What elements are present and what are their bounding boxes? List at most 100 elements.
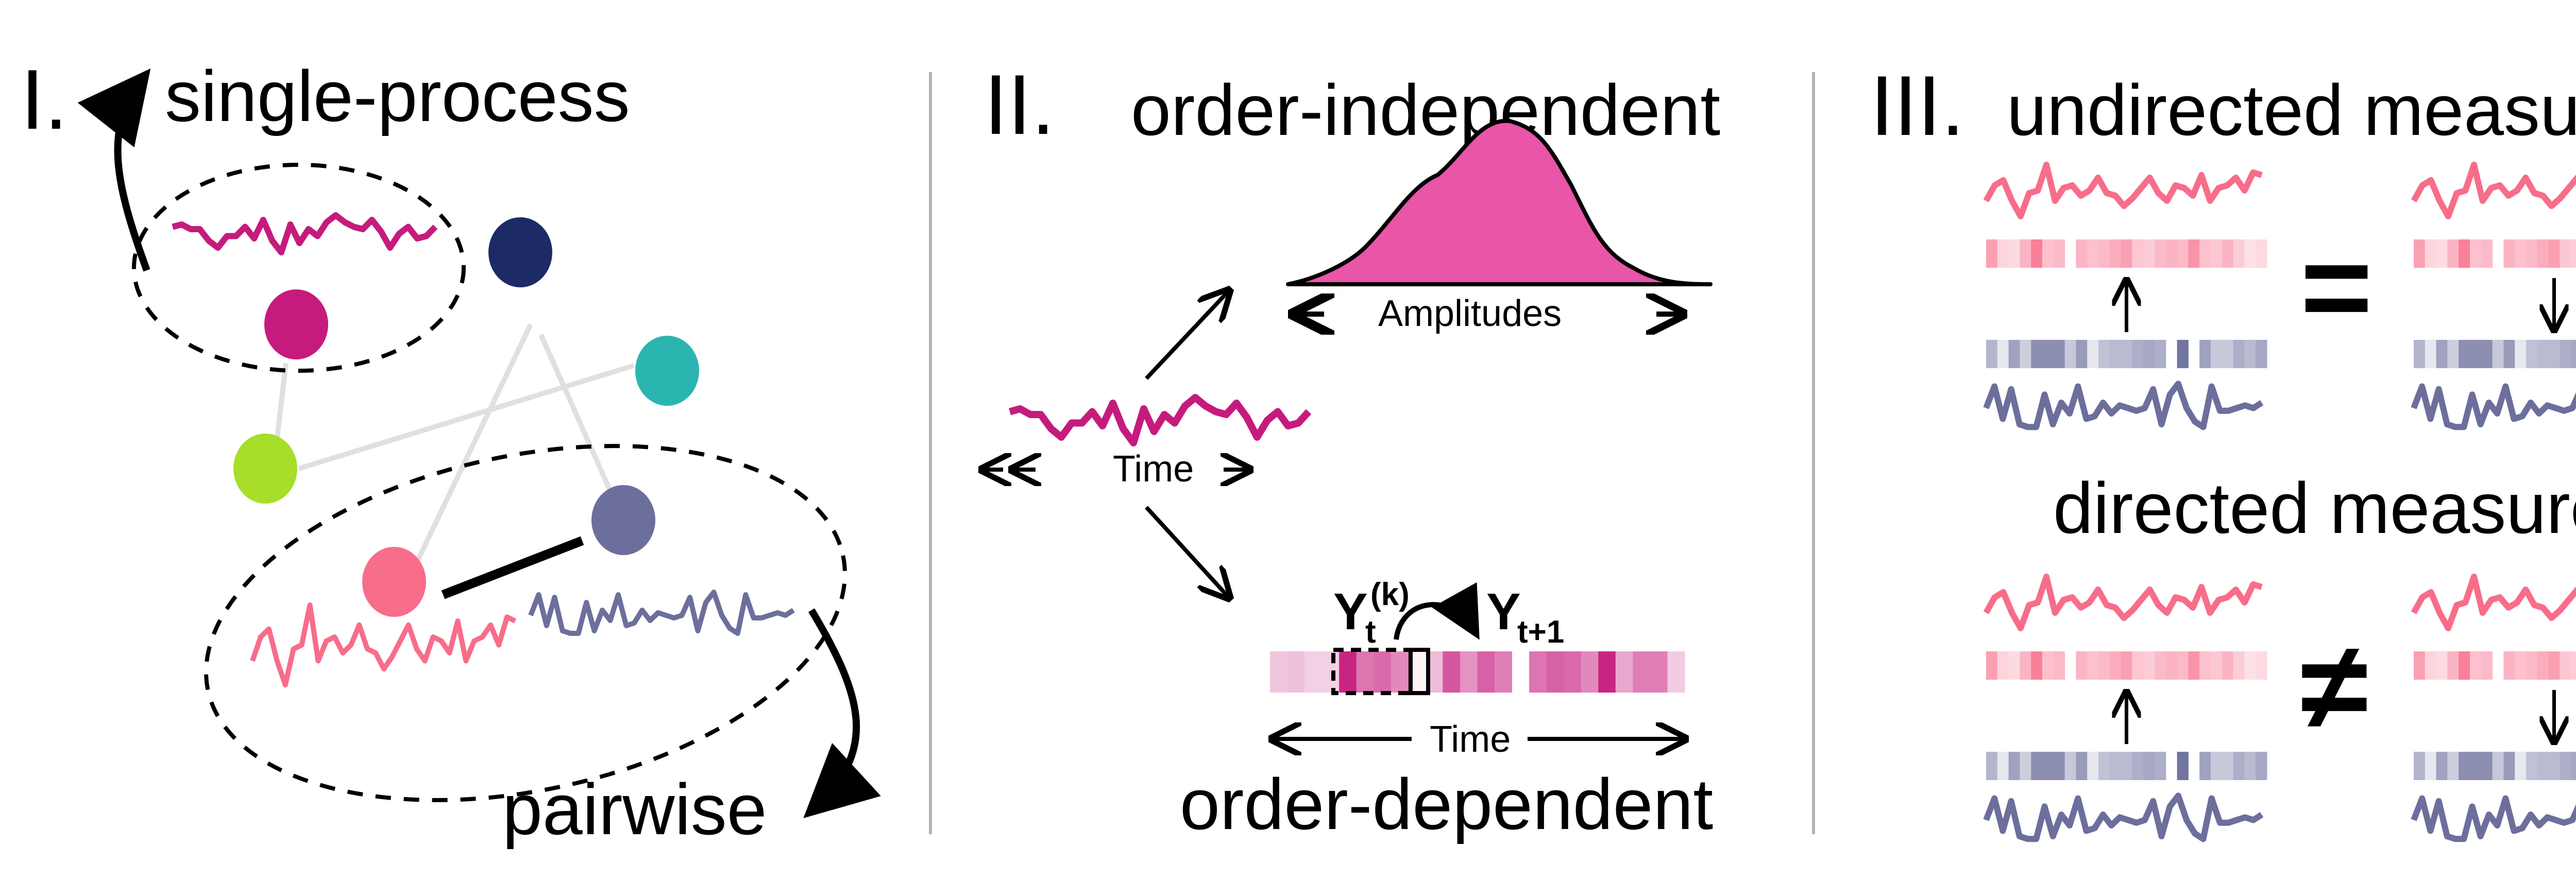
next-value-box	[1409, 648, 1430, 695]
pink-strip-cell	[2560, 651, 2571, 680]
slate-strip-cell	[2244, 340, 2256, 368]
pink-strip-cell	[2425, 239, 2437, 268]
slate-strip-cell	[2222, 340, 2234, 368]
pink-strip-cell	[2121, 239, 2132, 268]
pink-strip-cell	[2211, 651, 2223, 680]
slate-strip-cell	[2143, 340, 2155, 368]
time-strip-cell	[1581, 651, 1599, 693]
pink-strip-cell	[2436, 651, 2448, 680]
amplitudes-axis-label: Amplitudes	[1378, 293, 1562, 334]
slate-strip-cell	[2425, 752, 2437, 780]
slate-timeseries	[1983, 792, 2264, 842]
slate-strip-cell	[2042, 340, 2054, 368]
pink-strip-cell	[2233, 651, 2245, 680]
amplitude-distribution	[1286, 118, 1713, 286]
slate-strip-cell	[2537, 752, 2549, 780]
slate-strip-cell	[2233, 340, 2245, 368]
network-edges	[268, 323, 635, 563]
edge-pink-slate-strong	[441, 536, 584, 599]
pink-timeseries	[2411, 162, 2576, 219]
time-strip-cell	[1546, 651, 1564, 693]
pink-strip-cell	[1986, 651, 1998, 680]
slate-strip-cell	[2256, 340, 2267, 368]
pink-strip-cell	[2211, 239, 2223, 268]
time-strip-cell	[1477, 651, 1495, 693]
pink-strip-cell	[2076, 239, 2088, 268]
slate-strip-cell	[2414, 340, 2426, 368]
slate-strip-cell	[2008, 340, 2020, 368]
pink-strip-cell	[2031, 651, 2043, 680]
slate-strip-cell	[2436, 752, 2448, 780]
slate-strip-cell	[2020, 340, 2031, 368]
node-magenta	[264, 289, 328, 359]
slate-strip-cell	[2177, 752, 2189, 780]
single-process-grouping	[132, 163, 466, 373]
slate-strip-cell	[2211, 752, 2223, 780]
pink-strip-cell	[2020, 651, 2031, 680]
slate-strip-cell	[2109, 752, 2122, 780]
pink-strip-cell	[2188, 239, 2200, 268]
pink-strip-cell	[2548, 239, 2560, 268]
time-strip-cell	[1443, 651, 1461, 693]
time-strip-cell	[1321, 651, 1340, 693]
slate-strip-cell	[2459, 340, 2470, 368]
not-equal-sign: ≠	[2300, 617, 2368, 755]
history-window-box	[1331, 648, 1413, 695]
pink-strip-cell	[2244, 651, 2256, 680]
pink-strip-cell	[2244, 239, 2256, 268]
history-symbol: Y	[1333, 583, 1368, 641]
node-teal	[635, 336, 699, 406]
slate-strip-cell	[2537, 340, 2549, 368]
pink-strip-cell	[2053, 651, 2065, 680]
node-slate	[591, 485, 655, 555]
slate-strip-cell	[2064, 340, 2076, 368]
pink-timeseries	[250, 602, 517, 687]
slate-strip-cell	[2076, 340, 2088, 368]
slate-strip-cell	[2481, 340, 2493, 368]
edge-lime-teal	[298, 363, 635, 471]
slate-strip-cell	[2177, 340, 2189, 368]
slate-strip-cell	[2143, 752, 2155, 780]
pink-strip-cell	[2256, 239, 2267, 268]
pink-strip-cell	[2447, 239, 2459, 268]
slate-strip-cell	[2121, 340, 2132, 368]
panel-one-numeral: I.	[21, 52, 68, 147]
time-axis-label-bottom: Time	[1430, 719, 1511, 760]
pink-strip-cell	[2143, 651, 2155, 680]
directed-measure-label: directed measure	[2053, 468, 2576, 548]
slate-strip-cell	[2492, 752, 2504, 780]
slate-strip-cell	[2470, 340, 2482, 368]
pink-strip-cell	[2109, 651, 2122, 680]
pink-strip-cell	[2526, 239, 2538, 268]
slate-strip-cell	[2244, 752, 2256, 780]
pink-strip-cell	[2233, 239, 2245, 268]
pink-strip-cell	[2571, 239, 2576, 268]
order-dependent-label: order-dependent	[1180, 764, 1713, 844]
slate-strip-cell	[2548, 752, 2560, 780]
time-strip-cell	[1304, 651, 1323, 693]
pink-strip-cell	[2155, 651, 2166, 680]
pink-strip-cell	[2087, 239, 2099, 268]
time-strip-cell	[1650, 651, 1668, 693]
single-process-label: single-process	[165, 56, 630, 136]
pink-strip-cell	[2256, 651, 2267, 680]
pink-strip-cell	[2053, 239, 2065, 268]
slate-strip-cell	[2233, 752, 2245, 780]
slate-strip-cell	[2447, 340, 2459, 368]
pink-timeseries	[2411, 574, 2576, 631]
branch-arrow-up-icon	[1145, 291, 1229, 380]
time-strip-cell	[1615, 651, 1633, 693]
slate-strip-cell	[2042, 752, 2054, 780]
pink-strip-cell	[2155, 239, 2166, 268]
pink-strip-cell	[2188, 651, 2200, 680]
slate-strip-cell	[1986, 340, 1998, 368]
slate-strip-cell	[2020, 752, 2031, 780]
time-strip-cell	[1270, 651, 1287, 693]
pink-strip-cell	[2121, 651, 2132, 680]
undirected-measure-label: undirected measure	[2007, 70, 2576, 150]
slate-strip-cell	[2098, 752, 2110, 780]
pink-strip-cell	[2143, 239, 2155, 268]
pink-strip-cell	[2008, 651, 2020, 680]
panel-directionality: III. undirected measure directed measure…	[1870, 58, 2576, 842]
slate-strip-cell	[2503, 340, 2515, 368]
